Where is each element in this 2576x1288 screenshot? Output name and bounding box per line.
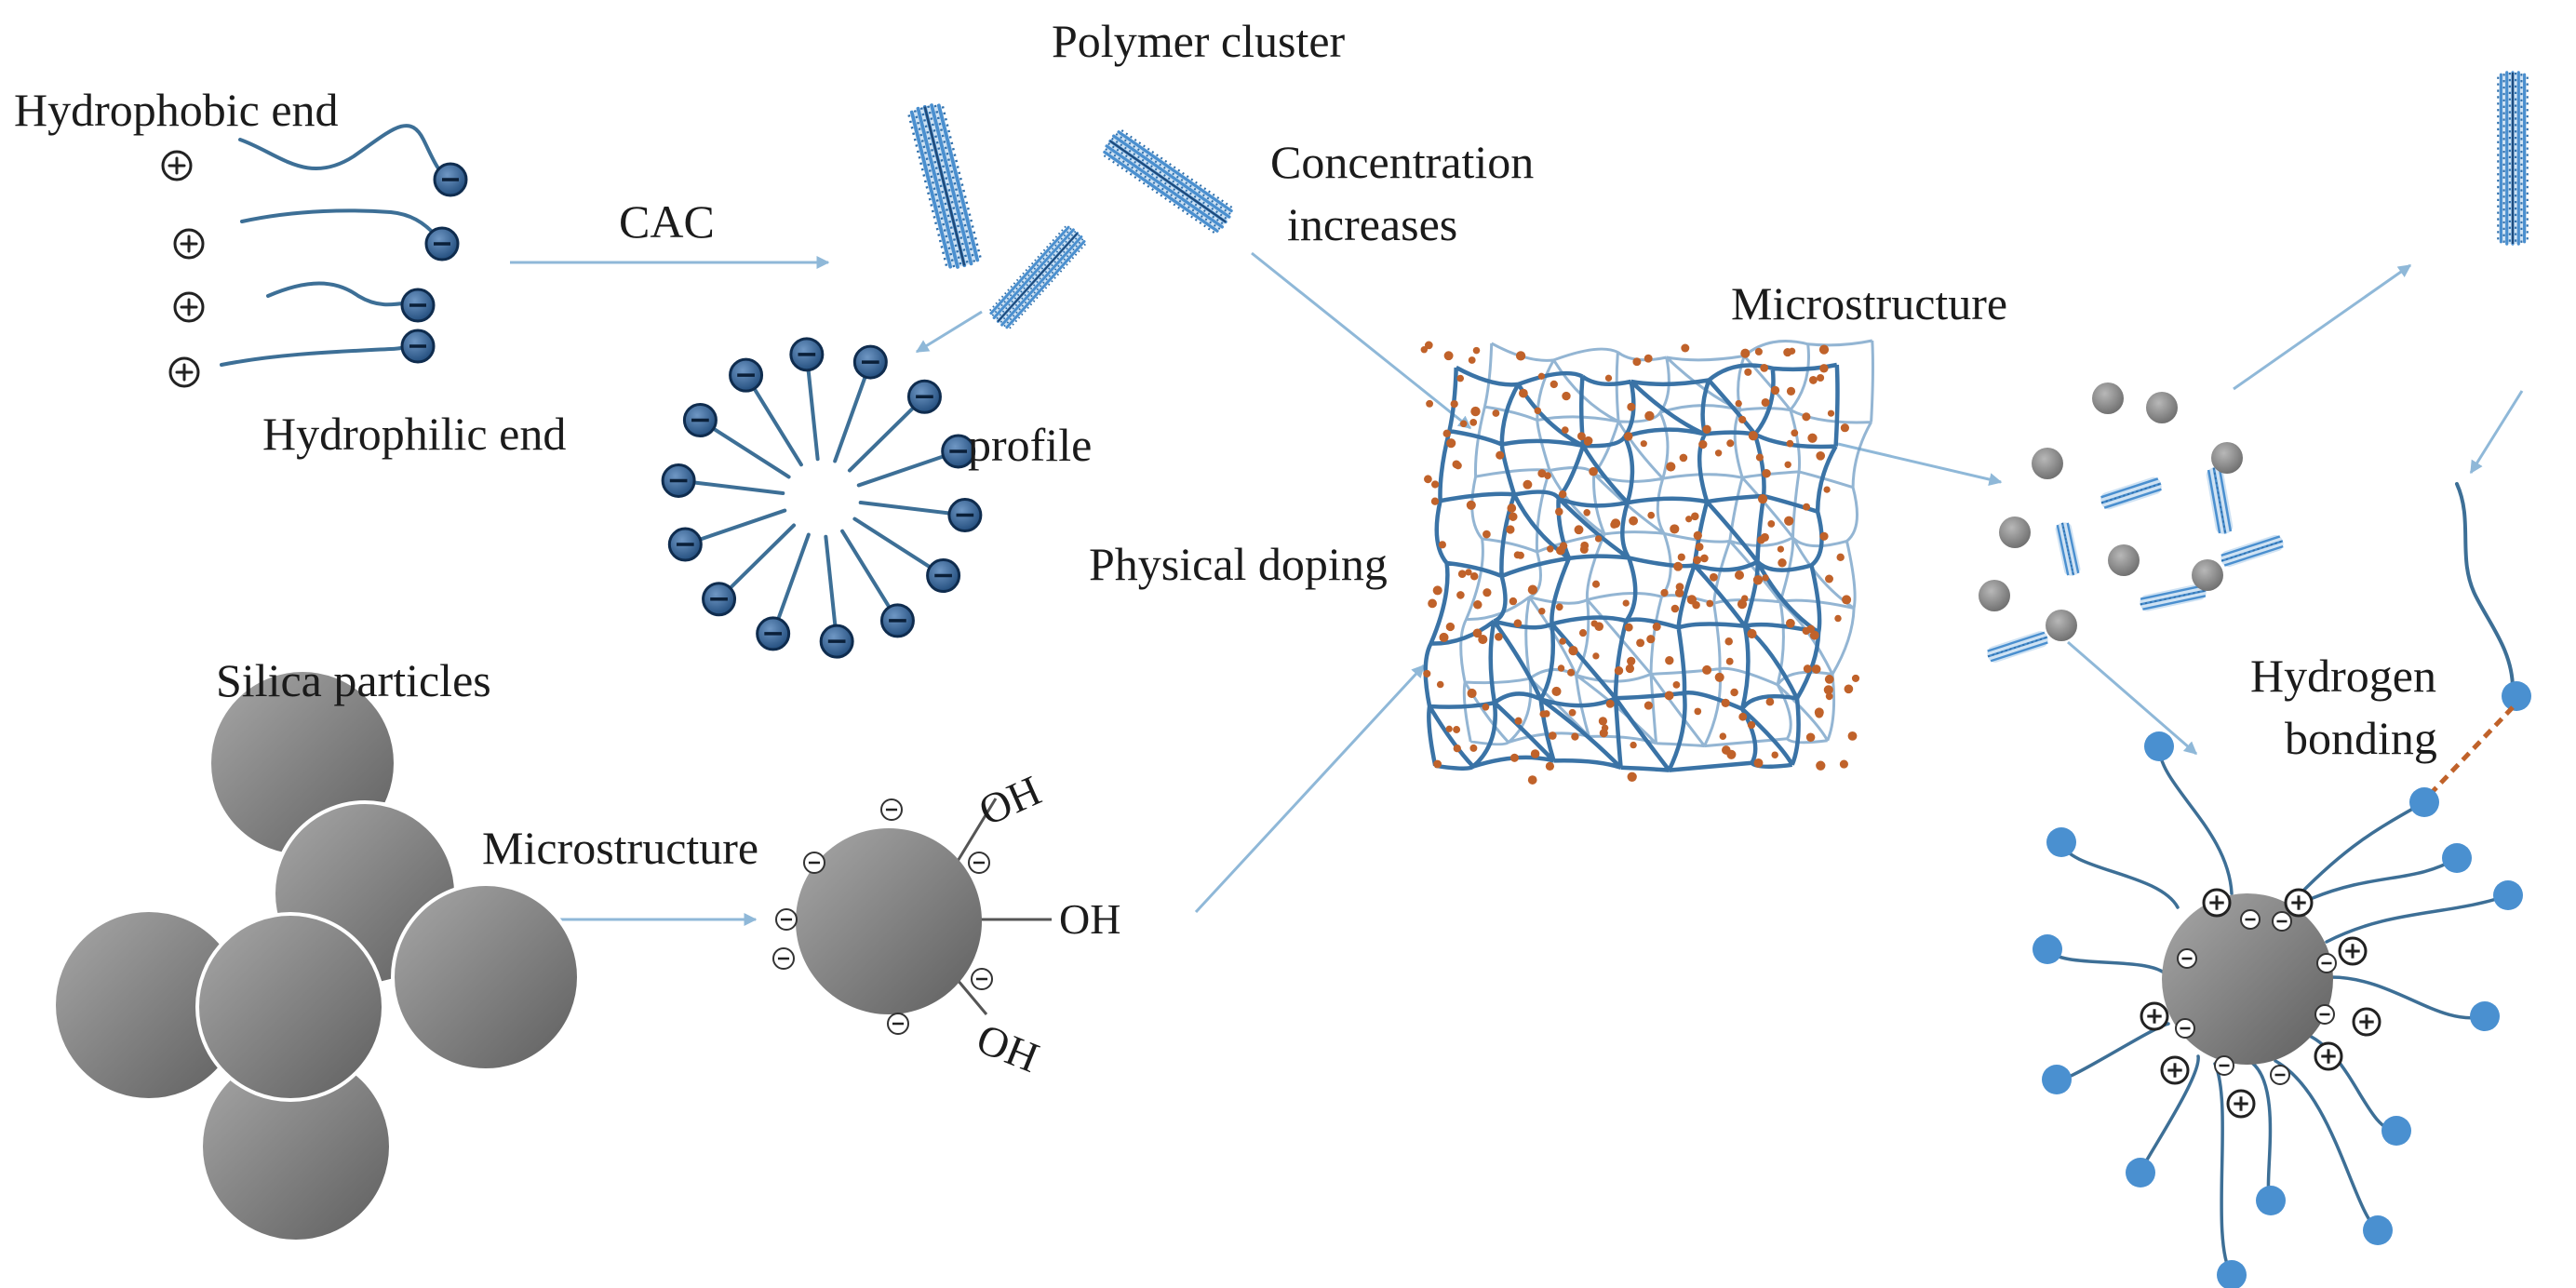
arrow-to-micelle	[2067, 640, 2198, 756]
silica-sphere	[195, 912, 385, 1102]
free-surfactant-molecules	[161, 124, 468, 388]
arrow-to-particles	[1837, 442, 2003, 486]
process-arrows	[510, 251, 2524, 926]
polymer-cluster-group	[906, 101, 1237, 332]
polymer-cluster-label: Polymer cluster	[1052, 15, 1346, 67]
arrow-to-profile	[915, 310, 983, 354]
doped-particles-rods	[1979, 382, 2287, 665]
oh-label-middle: OH	[1059, 895, 1121, 943]
polymer-cluster-right	[2496, 71, 2529, 246]
increases-label: increases	[1287, 198, 1458, 250]
hydrophobic-end-label: Hydrophobic end	[14, 84, 339, 136]
microstructure-bottom-label: Microstructure	[482, 822, 759, 874]
arrow-up-cluster	[2233, 263, 2412, 391]
arrow-down-chain	[2469, 390, 2524, 475]
hydrogen-bond-chain	[2422, 482, 2531, 802]
hydrogen-label: Hydrogen	[2250, 650, 2436, 702]
cac-label: CAC	[619, 195, 715, 248]
microstructure-top-label: Microstructure	[1731, 277, 2008, 329]
arrow-physical-doping	[1194, 664, 1426, 914]
micelle-profile	[661, 337, 983, 659]
silica-surfactant-complex	[2033, 731, 2523, 1288]
polymer-network	[1420, 339, 1874, 785]
profile-label: profile	[968, 419, 1093, 471]
anionic-heads	[400, 162, 468, 364]
hydrophilic-end-label: Hydrophilic end	[262, 408, 567, 460]
silica-aggregate	[52, 668, 581, 1243]
silica-particles-label: Silica particles	[216, 654, 491, 706]
surface-charges	[772, 798, 993, 1035]
silica-with-hydroxyl	[772, 798, 1052, 1035]
concentration-label: Concentration	[1270, 136, 1535, 188]
surfactant-tails	[220, 124, 452, 367]
physical-doping-label: Physical doping	[1089, 538, 1388, 590]
silica-sphere	[391, 882, 581, 1072]
arrow-concentration	[1251, 251, 1472, 430]
bonding-label: bonding	[2285, 712, 2437, 764]
counter-ion-group	[161, 150, 205, 388]
